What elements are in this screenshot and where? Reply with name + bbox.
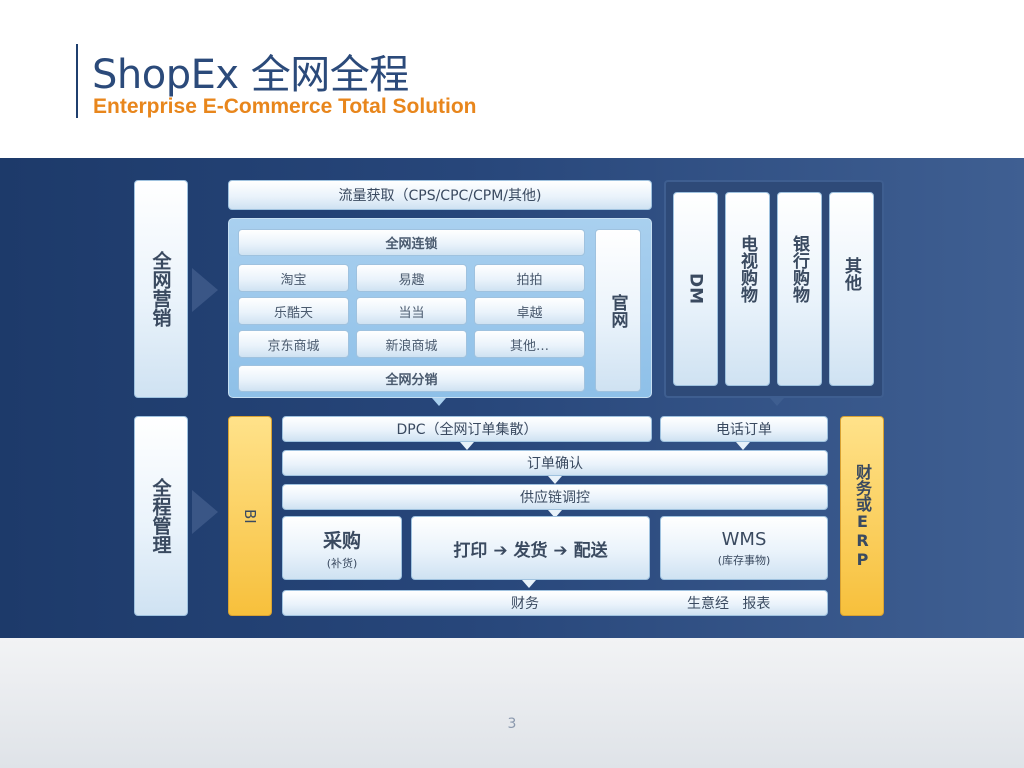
channel-jd: 京东商城 xyxy=(238,330,349,358)
channel-other: 其他… xyxy=(474,330,585,358)
page-number: 3 xyxy=(507,716,517,732)
channel-eachnet: 易趣 xyxy=(356,264,467,292)
purchase-label: 采购 xyxy=(322,529,361,552)
offline-tv-shopping: 电视购物 xyxy=(725,192,770,386)
offline-panel-pointer xyxy=(770,398,784,406)
channel-chain-header: 全网连锁 xyxy=(238,229,585,256)
wms-label: WMS xyxy=(721,528,767,550)
offline-bank-shopping: 银行购物 xyxy=(777,192,822,386)
bi-column: BI xyxy=(228,416,272,616)
phone-order-pointer xyxy=(736,442,750,450)
print-ship-deliver: 打印 ➔ 发货 ➔ 配送 xyxy=(411,516,650,580)
channel-dangdang: 当当 xyxy=(356,297,467,325)
label-full-network-marketing: 全网营销 xyxy=(134,180,188,398)
official-site: 官网 xyxy=(595,229,641,392)
ship-pointer xyxy=(522,580,536,588)
dpc-pointer xyxy=(460,442,474,450)
label-full-process-management: 全程管理 xyxy=(134,416,188,616)
wms-sublabel: (库存事物) xyxy=(717,553,771,567)
channel-sina: 新浪商城 xyxy=(356,330,467,358)
offline-other: 其他 xyxy=(829,192,874,386)
confirm-pointer xyxy=(548,476,562,484)
traffic-acquisition: 流量获取（CPS/CPC/CPM/其他) xyxy=(228,180,652,210)
channel-taobao: 淘宝 xyxy=(238,264,349,292)
finance-erp-column: 财务或ERP xyxy=(840,416,884,616)
arrow-marketing xyxy=(192,268,218,312)
wms-box: WMS (库存事物) xyxy=(660,516,828,580)
channel-rakuten: 乐酷天 xyxy=(238,297,349,325)
slide-subtitle: Enterprise E-Commerce Total Solution xyxy=(93,95,477,118)
order-confirmation: 订单确认 xyxy=(282,450,828,476)
supply-chain-control: 供应链调控 xyxy=(282,484,828,510)
slide-title: ShopEx 全网全程 xyxy=(92,52,409,98)
channel-panel-pointer xyxy=(432,398,446,406)
phone-order: 电话订单 xyxy=(660,416,828,442)
report-label: 生意经 报表 xyxy=(687,596,771,612)
purchase-sublabel: (补货) xyxy=(326,556,358,570)
channel-distribution: 全网分销 xyxy=(238,365,585,392)
channel-paipai: 拍拍 xyxy=(474,264,585,292)
slide-footer xyxy=(0,638,1024,768)
channel-joyo: 卓越 xyxy=(474,297,585,325)
purchase-box: 采购 (补货) xyxy=(282,516,402,580)
dpc-order-hub: DPC（全网订单集散） xyxy=(282,416,652,442)
arrow-management xyxy=(192,490,218,534)
offline-dm: DM xyxy=(673,192,718,386)
finance-label: 财务 xyxy=(511,596,539,612)
finance-report-bar: 财务 生意经 报表 xyxy=(282,590,828,616)
supply-chain-pointer xyxy=(548,510,562,518)
title-accent-bar xyxy=(76,44,78,118)
